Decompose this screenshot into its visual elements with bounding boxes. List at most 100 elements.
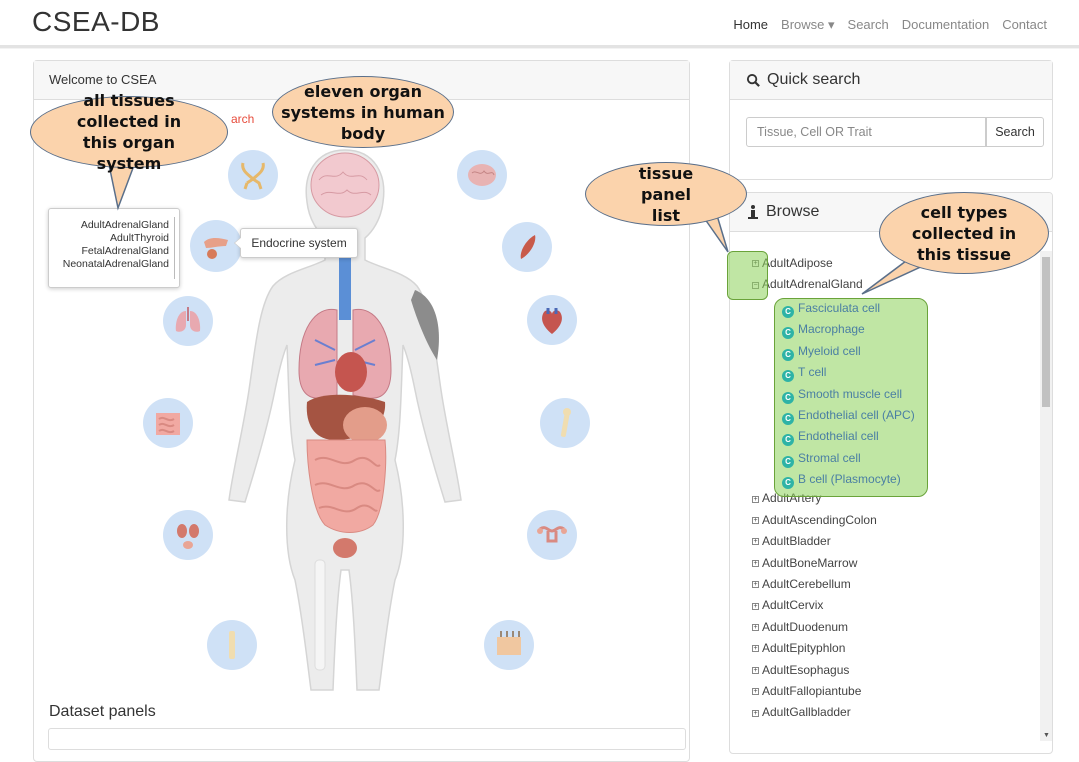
thyroid-icon[interactable] xyxy=(228,150,278,200)
skin-icon[interactable] xyxy=(484,620,534,670)
tree-item[interactable]: +AdultBladder xyxy=(752,531,877,552)
brain-icon[interactable] xyxy=(457,150,507,200)
search-link[interactable]: arch xyxy=(231,112,255,126)
uterus-icon[interactable] xyxy=(527,510,577,560)
nav-home[interactable]: Home xyxy=(733,17,769,32)
cell-type-item[interactable]: C Fasciculata cell xyxy=(782,298,915,319)
bone-icon[interactable] xyxy=(207,620,257,670)
tree-item-label[interactable]: AdultEpityphlon xyxy=(762,641,846,656)
expand-icon[interactable]: + xyxy=(752,517,759,525)
femur-icon[interactable] xyxy=(540,398,590,448)
browse-scrollbar[interactable]: ▼ xyxy=(1040,251,1052,741)
tree-item[interactable]: +AdultDuodenum xyxy=(752,617,877,638)
cell-icon: C xyxy=(782,348,794,361)
cell-type-item[interactable]: C Endothelial cell xyxy=(782,426,915,447)
tree-item-label[interactable]: AdultEsophagus xyxy=(762,662,850,677)
expand-icon[interactable]: + xyxy=(752,581,759,589)
expand-icon[interactable]: + xyxy=(752,495,759,503)
expand-icon[interactable]: + xyxy=(752,624,759,632)
lung-icon[interactable] xyxy=(163,296,213,346)
cell-type-label[interactable]: Macrophage xyxy=(798,322,865,337)
tree-item-label[interactable]: AdultAdrenalGland xyxy=(762,277,863,292)
cell-icon: C xyxy=(782,477,794,490)
cell-type-label[interactable]: T cell xyxy=(798,365,827,380)
expand-icon[interactable]: + xyxy=(752,666,759,674)
cell-type-item[interactable]: C Smooth muscle cell xyxy=(782,384,915,405)
kidney-icon[interactable] xyxy=(163,510,213,560)
cell-type-label[interactable]: Endothelial cell xyxy=(798,429,879,444)
scroll-down-arrow[interactable]: ▼ xyxy=(1043,732,1050,739)
nav-browse[interactable]: Browse ▾ xyxy=(781,17,835,32)
tree-item-label[interactable]: AdultBoneMarrow xyxy=(762,555,858,570)
cell-type-item[interactable]: C Stromal cell xyxy=(782,448,915,469)
popup-scrollbar xyxy=(174,217,175,279)
endocrine-icon[interactable] xyxy=(190,220,242,272)
tissue-popup-item[interactable]: AdultThyroid xyxy=(110,232,169,244)
cell-icon: C xyxy=(782,370,794,383)
cell-icon: C xyxy=(782,327,794,340)
cell-type-label[interactable]: B cell (Plasmocyte) xyxy=(798,472,901,487)
tree-item[interactable]: +AdultAscendingColon xyxy=(752,510,877,531)
cell-type-item[interactable]: C Macrophage xyxy=(782,319,915,340)
tree-item-label[interactable]: AdultDuodenum xyxy=(762,619,849,634)
cell-list-highlight xyxy=(774,298,928,497)
tree-item-label[interactable]: AdultGallbladder xyxy=(762,705,851,720)
quick-search-title: Quick search xyxy=(767,71,861,88)
tree-item[interactable]: +AdultEpityphlon xyxy=(752,638,877,659)
tree-item[interactable]: +AdultBoneMarrow xyxy=(752,553,877,574)
tree-item[interactable]: +AdultGallbladder xyxy=(752,702,877,723)
muscle-icon[interactable] xyxy=(502,222,552,272)
scrollbar-thumb[interactable] xyxy=(1042,257,1050,407)
cell-icon: C xyxy=(782,391,794,404)
callout-organ-systems: eleven organ systems in human body xyxy=(272,76,454,148)
search-icon xyxy=(746,73,760,87)
tree-item-label[interactable]: AdultBladder xyxy=(762,534,831,549)
callout-cell-types: cell types collected in this tissue xyxy=(879,192,1049,274)
tissue-popup-item[interactable]: NeonatalAdrenalGland xyxy=(62,258,169,270)
cell-type-item[interactable]: C B cell (Plasmocyte) xyxy=(782,469,915,490)
intestine-icon[interactable] xyxy=(143,398,193,448)
header-divider xyxy=(0,45,1079,48)
cell-type-item[interactable]: C Myeloid cell xyxy=(782,341,915,362)
callout-tissues: all tissues collected in this organ syst… xyxy=(30,91,228,173)
top-nav: Home Browse ▾ Search Documentation Conta… xyxy=(733,17,1047,33)
cell-icon: C xyxy=(782,455,794,468)
tissue-popup-item[interactable]: FetalAdrenalGland xyxy=(81,245,169,257)
cell-type-item[interactable]: C T cell xyxy=(782,362,915,383)
cell-type-label[interactable]: Myeloid cell xyxy=(798,343,861,358)
tree-item-label[interactable]: AdultCerebellum xyxy=(762,576,851,591)
cell-type-label[interactable]: Smooth muscle cell xyxy=(798,386,903,401)
cell-type-label[interactable]: Fasciculata cell xyxy=(798,301,881,315)
cell-type-label[interactable]: Endothelial cell (APC) xyxy=(798,407,915,422)
site-brand[interactable]: CSEA-DB xyxy=(32,6,160,37)
human-body-illustration[interactable] xyxy=(215,140,475,700)
tree-item-label[interactable]: AdultCervix xyxy=(762,598,824,613)
tree-item[interactable]: +AdultEsophagus xyxy=(752,660,877,681)
expand-icon[interactable]: + xyxy=(752,559,759,567)
cell-icon: C xyxy=(782,434,794,447)
expand-icon[interactable]: + xyxy=(752,709,759,717)
organ-tooltip: Endocrine system xyxy=(234,228,358,258)
tree-item[interactable]: +AdultCerebellum xyxy=(752,574,877,595)
expand-icon[interactable]: + xyxy=(752,602,759,610)
nav-documentation[interactable]: Documentation xyxy=(901,17,990,32)
cell-icon: C xyxy=(782,306,794,318)
tissue-popup: AdultAdrenalGland AdultThyroid FetalAdre… xyxy=(48,208,180,288)
tree-item-label[interactable]: AdultAscendingColon xyxy=(762,512,877,527)
quick-search-input[interactable]: Tissue, Cell OR Trait xyxy=(746,117,986,147)
expand-icon[interactable]: + xyxy=(752,688,759,696)
tree-item-label[interactable]: AdultFallopiantube xyxy=(762,683,862,698)
heart-icon[interactable] xyxy=(527,295,577,345)
cell-type-label[interactable]: Stromal cell xyxy=(798,450,861,465)
nav-contact[interactable]: Contact xyxy=(1002,17,1047,32)
tissue-list-highlight xyxy=(727,251,768,300)
expand-icon[interactable]: + xyxy=(752,645,759,653)
tissue-popup-item[interactable]: AdultAdrenalGland xyxy=(80,219,169,231)
quick-search-button[interactable]: Search xyxy=(986,117,1044,147)
tree-item[interactable]: +AdultFallopiantube xyxy=(752,681,877,702)
tree-item[interactable]: +AdultCervix xyxy=(752,595,877,616)
tree-item-label[interactable]: AdultAdipose xyxy=(762,256,833,270)
expand-icon[interactable]: + xyxy=(752,538,759,546)
nav-search[interactable]: Search xyxy=(847,17,889,32)
